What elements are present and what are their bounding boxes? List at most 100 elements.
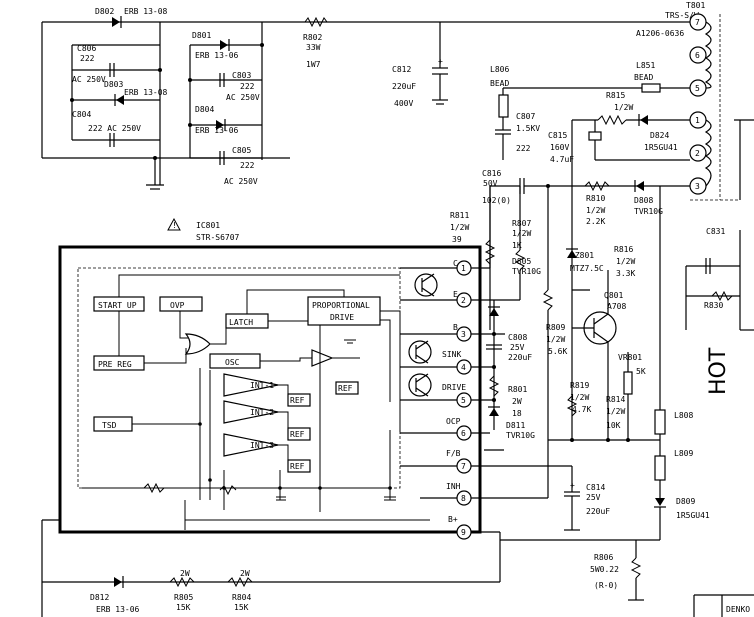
c803-voltage: AC 250V bbox=[226, 93, 260, 102]
vr801-label: VR801 bbox=[618, 353, 642, 362]
svg-text:OCP: OCP bbox=[446, 417, 461, 426]
c804-label: C804 bbox=[72, 110, 91, 119]
input-rectifier-section: D802 ERB 13-08 C806 222 AC 250V D803 ERB… bbox=[41, 7, 690, 190]
driver-section: R811 1/2W 39 R807 1/2W 1K D805 TVR10G C8… bbox=[450, 186, 572, 533]
r811-resistance: 39 bbox=[452, 235, 462, 244]
r804-label: 2W bbox=[240, 569, 250, 578]
c816-label: C816 bbox=[482, 169, 501, 178]
l851-value: BEAD bbox=[634, 73, 653, 82]
svg-text:9: 9 bbox=[461, 528, 466, 537]
int-3-comparator bbox=[223, 433, 279, 457]
d801-label: D801 bbox=[192, 31, 211, 40]
svg-text:3: 3 bbox=[695, 182, 700, 191]
ref-block-3 bbox=[287, 459, 311, 473]
dz801-label: DZ801 bbox=[570, 251, 594, 260]
svg-text:SINK: SINK bbox=[442, 350, 461, 359]
r801-label: R801 bbox=[508, 385, 527, 394]
r802-label: R802 bbox=[303, 33, 322, 42]
svg-text:!: ! bbox=[172, 221, 177, 230]
svg-text:6: 6 bbox=[461, 429, 466, 438]
l806-label: L806 bbox=[490, 65, 509, 74]
ref-block-2 bbox=[287, 427, 311, 441]
svg-text:START UP: START UP bbox=[98, 301, 137, 310]
svg-text:B+: B+ bbox=[448, 515, 458, 524]
r814-label: R814 bbox=[606, 395, 625, 404]
c816-voltage: 50V bbox=[483, 179, 498, 188]
r807-resistance: 1K bbox=[512, 241, 522, 250]
svg-text:LATCH: LATCH bbox=[229, 318, 253, 327]
r816-value: 1/2W bbox=[616, 257, 635, 266]
t801-label: T801 bbox=[686, 1, 705, 10]
ic-pins: 1 C 2 E 3 B 4 SINK 5 DRIVE 6 OCP 7 F/B 8… bbox=[60, 259, 472, 540]
c807-code: 222 bbox=[516, 144, 531, 153]
c805-voltage: AC 250V bbox=[224, 177, 258, 186]
d809-label: D809 bbox=[676, 497, 695, 506]
d805-label: D805 bbox=[512, 257, 531, 266]
r816-label: R816 bbox=[614, 245, 633, 254]
c806-value: 222 bbox=[80, 54, 95, 63]
svg-text:1: 1 bbox=[695, 116, 700, 125]
c816-value: 102(0) bbox=[482, 196, 511, 205]
int-1-comparator bbox=[223, 373, 279, 397]
d804-value: ERB 13-06 bbox=[195, 126, 239, 135]
c803-label: C803 bbox=[232, 71, 251, 80]
d803-value: ERB 13-08 bbox=[124, 88, 168, 97]
r815-value: 1/2W bbox=[614, 103, 633, 112]
r806-label: R806 bbox=[594, 553, 613, 562]
d811-label: D811 bbox=[506, 421, 525, 430]
svg-text:1: 1 bbox=[461, 264, 466, 273]
c805-label: C805 bbox=[232, 146, 251, 155]
vr801-value: 5K bbox=[636, 367, 646, 376]
svg-text:C: C bbox=[453, 259, 458, 268]
r809-resistance: 5.6K bbox=[548, 347, 567, 356]
svg-text:4: 4 bbox=[461, 363, 466, 372]
secondary-winding-section: R815 1/2W D824 1R5GU41 C815 160V 4.7uF bbox=[548, 91, 690, 440]
dz801-value: MTZ7.5C bbox=[570, 264, 604, 273]
ic801-label: IC801 bbox=[196, 221, 220, 230]
svg-text:B: B bbox=[453, 323, 458, 332]
c806-voltage: AC 250V bbox=[72, 75, 106, 84]
svg-text:2: 2 bbox=[695, 149, 700, 158]
svg-text:2: 2 bbox=[461, 296, 466, 305]
c803-value: 222 bbox=[240, 82, 255, 91]
d803-label: D803 bbox=[104, 80, 123, 89]
d804-label: D804 bbox=[195, 105, 214, 114]
r807-value: 1/2W bbox=[512, 229, 531, 238]
r811-value: 1/2W bbox=[450, 223, 469, 232]
snubber-section: L806 BEAD C807 1.5KV 222 L851 BEAD bbox=[490, 61, 690, 160]
transformer-t801: T801 TRS-S/W A1206-0636 7 6 5 1 2 3 bbox=[636, 1, 754, 201]
d802-value: ERB 13-08 bbox=[124, 7, 168, 16]
c815-voltage: 160V bbox=[550, 143, 569, 152]
c814-value: 220uF bbox=[586, 507, 610, 516]
c814-voltage: 25V bbox=[586, 493, 601, 502]
r811-label: R811 bbox=[450, 211, 469, 220]
ref-block-1 bbox=[287, 393, 311, 407]
r805-value: 15K bbox=[176, 603, 191, 612]
r807-label: R807 bbox=[512, 219, 531, 228]
l809-label: L809 bbox=[674, 449, 693, 458]
d802-label: D802 bbox=[95, 7, 114, 16]
int-2-comparator bbox=[223, 400, 279, 424]
d824-label: D824 bbox=[650, 131, 669, 140]
d811-value: TVR10G bbox=[506, 431, 535, 440]
svg-text:INT-1: INT-1 bbox=[250, 381, 274, 390]
q801-label: Q801 bbox=[604, 291, 623, 300]
error-amplifier-section: R809 1/2W 5.6K DZ801 MTZ7.5C Q801 A708 R… bbox=[542, 186, 660, 498]
r801-value: 2W bbox=[512, 397, 522, 406]
c806-label: C806 bbox=[77, 44, 96, 53]
r802-value: 33W bbox=[306, 43, 321, 52]
c812-label: C812 bbox=[392, 65, 411, 74]
svg-text:REF: REF bbox=[338, 384, 353, 393]
or-gate bbox=[184, 333, 211, 355]
svg-text:5: 5 bbox=[695, 84, 700, 93]
svg-text:+: + bbox=[438, 57, 443, 66]
svg-text:+: + bbox=[570, 481, 575, 490]
l851-label: L851 bbox=[636, 61, 655, 70]
d805-value: TVR10G bbox=[512, 267, 541, 276]
q801-value: A708 bbox=[607, 302, 626, 311]
r809-label: R809 bbox=[546, 323, 565, 332]
r819-label: R819 bbox=[570, 381, 589, 390]
r809-value: 1/2W bbox=[546, 335, 565, 344]
r801-resistance: 18 bbox=[512, 409, 522, 418]
